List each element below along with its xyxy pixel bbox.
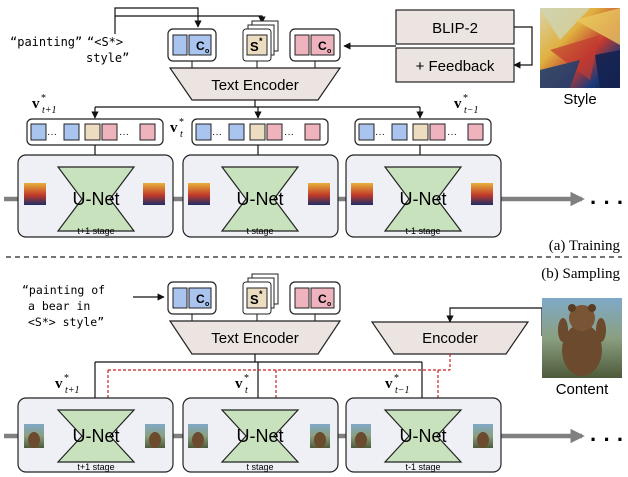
training-section-label: (a) Training	[549, 238, 621, 254]
svg-text:v: v	[454, 96, 462, 112]
content-image	[542, 298, 622, 378]
svg-text:t: t	[245, 385, 248, 396]
svg-text:*: *	[394, 373, 399, 384]
token-blue-cell	[172, 34, 188, 56]
token-pink-c-sub: o	[327, 48, 331, 55]
embedding-strip-plus: ··· ···	[26, 118, 164, 146]
image-encoder-label: Encoder	[422, 330, 478, 347]
feedback-box	[395, 47, 515, 83]
svg-text:···: ···	[47, 129, 57, 140]
svg-text:v: v	[385, 376, 393, 392]
blip-feedback-loop	[513, 26, 533, 69]
text-encoder-sampling-label: Text Encoder	[211, 330, 299, 347]
svg-text:o: o	[205, 301, 209, 308]
svg-text:t-1 stage: t-1 stage	[405, 462, 440, 472]
svg-text:···: ···	[119, 129, 129, 140]
training-ellipsis: · · ·	[590, 190, 624, 215]
svg-text:t+1: t+1	[65, 385, 80, 396]
token-pink-c-cell	[310, 34, 335, 56]
content-caption: Content	[556, 381, 609, 398]
sampling-stage-minus: U-Net t-1 stage	[345, 397, 502, 473]
svg-text:···: ···	[212, 129, 222, 140]
svg-text:U-Net: U-Net	[399, 189, 446, 209]
blip2-label: BLIP-2	[432, 20, 478, 37]
svg-text:t−1: t−1	[395, 385, 410, 396]
token-c-label: C	[196, 39, 205, 53]
sampling-v-label-minus: v * t−1	[385, 373, 410, 396]
svg-text:t−1: t−1	[464, 105, 479, 116]
blip2-box	[395, 9, 515, 45]
svg-text:···: ···	[375, 129, 385, 140]
svg-text:U-Net: U-Net	[72, 426, 119, 446]
sampling-v-label-plus: v * t+1	[55, 373, 80, 396]
token-c-cell	[188, 34, 212, 56]
svg-text:t stage: t stage	[246, 226, 273, 236]
svg-text:v: v	[235, 376, 243, 392]
style-image	[540, 8, 620, 88]
svg-text:t-1 stage: t-1 stage	[405, 226, 440, 236]
svg-text:v: v	[32, 96, 40, 112]
svg-text:v: v	[55, 376, 63, 392]
svg-text:*: *	[259, 289, 263, 299]
quote-style-line2: style”	[86, 51, 129, 65]
svg-text:C: C	[318, 292, 327, 306]
quote-painting: “painting”	[10, 35, 82, 49]
sampling-section-label: (b) Sampling	[541, 266, 620, 282]
v-label-plus: v * t+1	[32, 93, 57, 116]
sampling-v-label-t: v * t	[235, 373, 249, 396]
token-c-sub: o	[205, 48, 209, 55]
token-s-label: S	[250, 39, 259, 54]
svg-text:*: *	[244, 373, 249, 384]
svg-text:S: S	[250, 292, 259, 307]
feedback-label: + Feedback	[416, 58, 495, 75]
sampling-stage-t: U-Net t stage	[182, 397, 339, 473]
svg-text:t: t	[180, 129, 183, 140]
text-encoder-training	[168, 67, 342, 101]
quote-style-line1: “<S*>	[87, 35, 123, 49]
svg-text:*: *	[41, 93, 46, 104]
svg-text:U-Net: U-Net	[72, 189, 119, 209]
text-encoder-sampling	[168, 320, 342, 355]
sampling-quote-line2: a bear in	[28, 299, 90, 313]
sampling-ellipsis: · · ·	[590, 427, 624, 452]
svg-text:t+1 stage: t+1 stage	[77, 226, 114, 236]
embedding-strip-t: ··· ···	[191, 118, 329, 146]
svg-text:t+1 stage: t+1 stage	[77, 462, 114, 472]
token-pink-c-label: C	[318, 39, 327, 53]
svg-text:*: *	[463, 93, 468, 104]
svg-text:U-Net: U-Net	[236, 189, 283, 209]
training-stage-plus: U-Net t+1 stage	[17, 154, 174, 238]
training-stage-minus: U-Net t-1 stage	[345, 154, 502, 238]
svg-text:···: ···	[284, 129, 294, 140]
image-encoder	[370, 321, 530, 355]
embedding-strip-minus: ··· ···	[354, 118, 492, 146]
svg-text:o: o	[327, 301, 331, 308]
style-caption: Style	[563, 91, 596, 108]
style-to-token-arrow	[115, 15, 266, 24]
svg-text:···: ···	[447, 129, 457, 140]
sampling-quote-line3: <S*> style”	[28, 315, 104, 329]
v-label-minus: v * t−1	[454, 93, 479, 116]
token-s-sup: *	[259, 36, 263, 46]
sampling-stage-plus: U-Net t+1 stage	[17, 397, 174, 473]
v-label-t: v * t	[170, 117, 184, 140]
svg-text:t stage: t stage	[246, 462, 273, 472]
token-s-cell	[246, 34, 268, 56]
svg-text:C: C	[196, 292, 205, 306]
svg-text:*: *	[179, 117, 184, 128]
training-stage-t: U-Net t stage	[182, 154, 339, 238]
svg-text:U-Net: U-Net	[236, 426, 283, 446]
token-pink-cell	[294, 34, 310, 56]
svg-text:*: *	[64, 373, 69, 384]
svg-text:U-Net: U-Net	[399, 426, 446, 446]
text-encoder-training-label: Text Encoder	[211, 77, 299, 94]
svg-text:t+1: t+1	[42, 105, 57, 116]
sampling-quote-line1: “painting of	[22, 283, 105, 297]
painting-to-token-arrow	[114, 7, 202, 34]
svg-text:v: v	[170, 120, 178, 136]
